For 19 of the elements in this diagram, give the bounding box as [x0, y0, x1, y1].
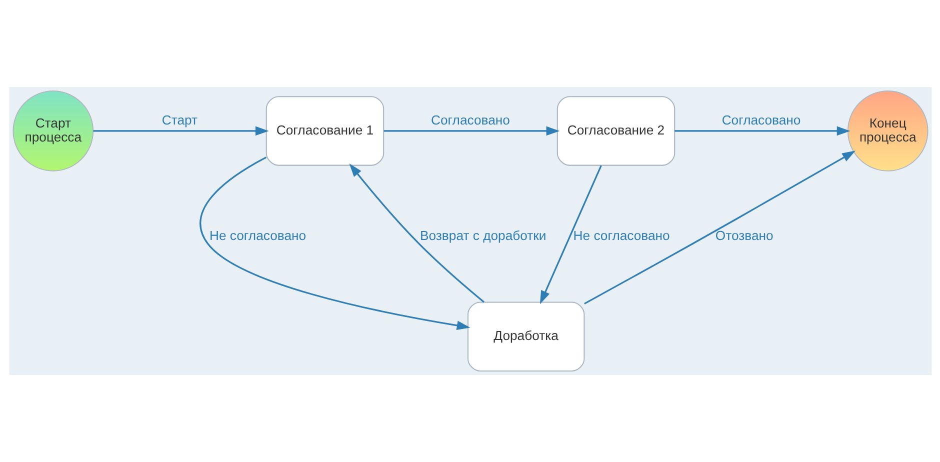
node-box: Согласование 2: [556, 96, 675, 166]
edge-label: Не согласовано: [208, 228, 306, 243]
node-circle: Конец процесса: [846, 90, 928, 172]
arrow: [674, 126, 850, 136]
edge-label: Согласовано: [430, 112, 510, 128]
arrow: [383, 126, 560, 136]
arrow: [348, 164, 484, 303]
edge-label: Согласовано: [721, 112, 800, 128]
node-box: Согласование 1: [265, 96, 384, 166]
edge-label: Старт: [161, 112, 198, 128]
edge-label: Возврат с доработки: [420, 228, 546, 243]
edge-label: Отозвано: [714, 228, 773, 243]
node-circle: Старт процесса: [12, 90, 94, 172]
edge-label: Не согласовано: [572, 228, 670, 243]
arrow: [92, 126, 268, 136]
arrow: [199, 156, 470, 330]
node-box: Доработка: [466, 302, 584, 372]
arrow: [539, 165, 602, 304]
arrow: [584, 150, 856, 304]
